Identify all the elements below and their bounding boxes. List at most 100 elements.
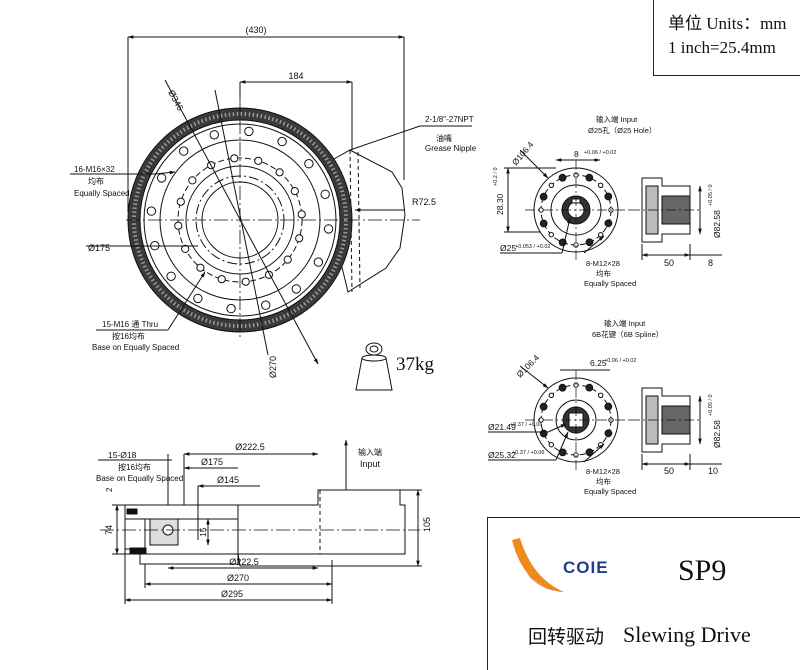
bolt-hole (277, 136, 287, 147)
hole-keyway-width: 8 (574, 149, 579, 159)
bolt-hole (166, 271, 176, 281)
hole-bolts-en: Equally Spaced (584, 279, 636, 288)
hole-section-dia: Ø82.58 (712, 210, 722, 238)
bolt-hole (295, 234, 304, 243)
spline-width: 6.25 (590, 358, 607, 368)
bolt-hole (291, 284, 301, 294)
dim-offset: 184 (288, 71, 303, 81)
bolt-hole (193, 293, 203, 304)
side-holes-cn: 按16均布 (118, 462, 151, 472)
brand-logo-icon (512, 538, 564, 592)
bolt-hole (539, 219, 548, 228)
spline-header-input: 输入端 Input (604, 318, 646, 328)
bolt-hole (548, 182, 554, 189)
bolt-hole (209, 130, 220, 140)
hole-keyway-depth: 28.30 (495, 193, 505, 215)
hole-section-len: 50 (664, 258, 674, 268)
side-input-en: Input (360, 459, 381, 469)
side-input-cn: 输入端 (358, 447, 382, 457)
hole-bolts-spec: 8-M12×28 (586, 259, 620, 268)
side-holes-en: Base on Equally Spaced (96, 474, 183, 483)
bolt-hole (558, 383, 567, 392)
title-block: COIE SP9 回转驱动 Slewing Drive (487, 517, 800, 670)
hole-header-bore: Ø25孔（Ø25 Hole） (588, 126, 656, 135)
side-dia-bot2: Ø270 (227, 573, 249, 583)
bolt-hole (604, 219, 613, 228)
bolt-hole (290, 187, 299, 196)
hole-section-dia-tol: +0.05 / 0 (708, 184, 714, 206)
dia-outer: Ø346 (166, 88, 185, 112)
spline-major-tol: +0.37 / +0.06 (512, 450, 544, 456)
flange-bolt-holes (538, 172, 614, 248)
hole-keyway-width-tol: +0.06 / +0.02 (584, 150, 616, 156)
side-height-total: 74 (104, 525, 114, 535)
product-name-cn: 回转驱动 (528, 626, 605, 648)
bolt-hole (217, 275, 226, 284)
spline-bolts-spec: 8-M12×28 (586, 467, 620, 476)
bolt-hole (261, 300, 271, 310)
bolt-hole (585, 238, 594, 247)
holes-bottom-en: Base on Equally Spaced (92, 343, 179, 352)
bolt-hole (181, 244, 190, 253)
spline-bolts-en: Equally Spaced (584, 487, 636, 496)
bolt-hole (226, 303, 236, 314)
bolt-hole (604, 192, 613, 201)
holes-bottom-spec: 15-M16 通 Thru (102, 319, 158, 329)
holes-top-cn: 均布 (88, 176, 104, 186)
bolt-hole (146, 206, 157, 216)
hole-dia-flange: Ø106.4 (510, 139, 536, 167)
bolt-hole (558, 173, 567, 182)
hole-keyway-depth-tol: +0.2 / 0 (493, 167, 499, 186)
bolt-hole (548, 232, 554, 238)
bolt-hole (585, 173, 594, 182)
bolt-hole (585, 448, 594, 457)
side-dia-bot1: Ø222.5 (229, 557, 259, 567)
inch-conversion: 1 inch=25.4mm (668, 38, 776, 57)
hole-bolts-cn: 均布 (596, 268, 611, 278)
inner-bolt-holes (174, 154, 306, 286)
spline-minor: Ø21.49 (488, 422, 516, 432)
bolt-hole (174, 221, 183, 230)
weight-icon (355, 342, 393, 391)
side-height-right: 105 (422, 517, 432, 532)
holes-top-en: Equally Spaced (74, 189, 130, 198)
model-number: SP9 (678, 554, 727, 587)
grease-spec: 2-1/8"-27NPT (425, 115, 474, 124)
bolt-hole (539, 192, 548, 201)
brand-name: COIE (563, 558, 609, 577)
bolt-hole (304, 159, 314, 169)
bolt-hole (196, 263, 205, 272)
side-section-view (98, 439, 422, 604)
bolt-hole (244, 126, 254, 137)
dia-bore: Ø175 (88, 243, 110, 253)
spline-header-spline: 6B花键（6B Spline） (592, 329, 663, 339)
hole-bore-tol: +0.053 / +0.02 (515, 244, 550, 250)
spline-section-step: 10 (708, 466, 718, 476)
dim-overall: (430) (245, 25, 266, 35)
bolt-hole (598, 392, 604, 398)
spline-section-len: 50 (664, 466, 674, 476)
spline-minor-tol: +0.37 / +0.06 (510, 422, 542, 428)
spline-width-tol: +0.06 / +0.02 (604, 358, 636, 364)
bolt-hole (283, 255, 292, 264)
bolt-hole (297, 210, 306, 219)
bolt-hole (176, 197, 185, 206)
bolt-hole (188, 176, 197, 185)
bolt-hole (323, 224, 334, 234)
spline-dia-flange: Ø106.4 (514, 352, 541, 379)
holes-top-spec: 16-M16×32 (74, 165, 115, 174)
bolt-hole (585, 383, 594, 392)
bolt-hole (604, 429, 613, 438)
spline-section-dia-tol: +0.05 / 0 (708, 394, 714, 416)
dia-pitch: Ø270 (268, 356, 278, 378)
hole-section-step: 8 (708, 258, 713, 268)
units-box: 单位 Units：mm 1 inch=25.4mm (653, 0, 800, 76)
bolt-hole (548, 392, 554, 398)
holes-bottom-cn: 按16均布 (112, 331, 145, 341)
bolt-hole (230, 154, 239, 163)
spline-section-dia: Ø82.58 (712, 420, 722, 448)
weight-label: 37kg (396, 354, 434, 375)
product-name-en: Slewing Drive (623, 622, 751, 647)
bolt-hole (275, 168, 284, 177)
